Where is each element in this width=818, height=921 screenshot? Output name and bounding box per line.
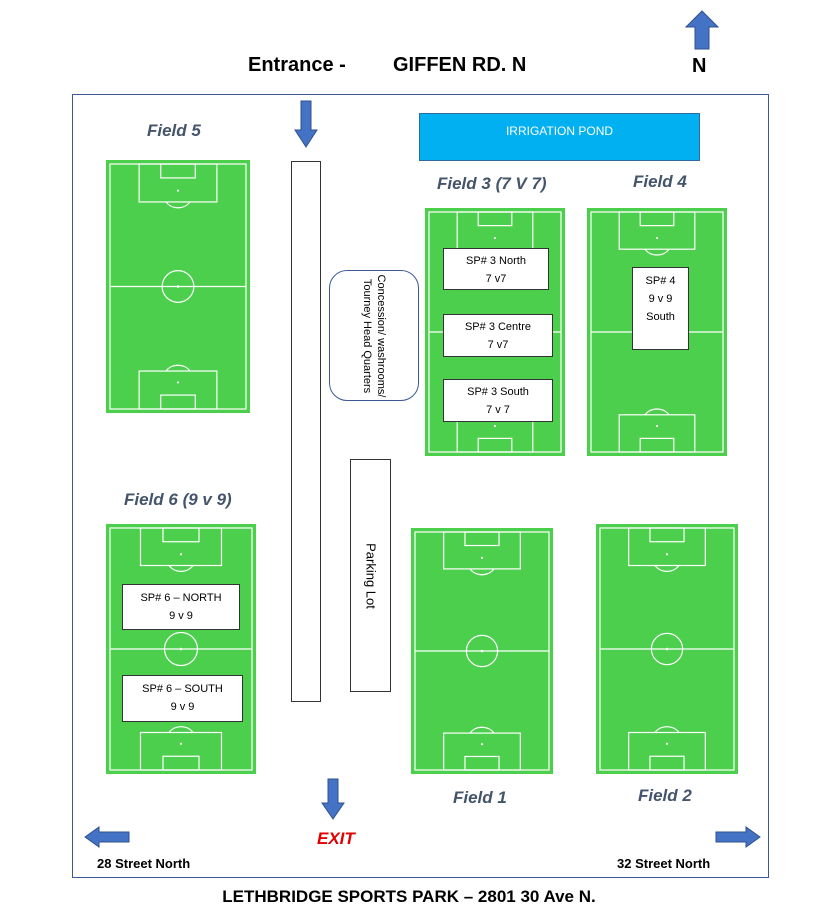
parking-lot: Parking Lot (350, 459, 391, 692)
sp3-centre-title: SP# 3 Centre (464, 321, 532, 333)
sp3-north-box: SP# 3 North 7 v7 (443, 248, 549, 290)
sp4-box: SP# 4 9 v 9 South (632, 267, 689, 350)
sp3-north-title: SP# 3 North (466, 255, 526, 267)
pitch-lines (106, 524, 256, 774)
sp4-title: SP# 4 (645, 275, 676, 287)
parking-label: Parking Lot (363, 542, 378, 609)
sp3-centre-format: 7 v7 (487, 339, 509, 351)
field-6-pitch (106, 524, 256, 774)
field-5-label: Field 5 (147, 121, 201, 140)
field-4-label: Field 4 (633, 172, 687, 191)
sp3-centre-box: SP# 3 Centre 7 v7 (443, 314, 553, 357)
concession-hq: Concession/ washrooms/ Tourney Head Quar… (329, 270, 419, 401)
sp6-north-format: 9 v 9 (169, 610, 193, 622)
sp3-south-box: SP# 3 South 7 v 7 (443, 379, 553, 422)
field-6-label: Field 6 (9 v 9) (124, 490, 232, 509)
pond-label: IRRIGATION POND (505, 124, 614, 138)
sp3-south-title: SP# 3 South (467, 386, 529, 398)
field-1-label: Field 1 (453, 788, 507, 807)
pitch-lines (411, 528, 553, 774)
access-road (291, 161, 321, 702)
entrance-label: Entrance - (248, 54, 346, 76)
north-label: N (692, 55, 707, 77)
sp4-direction: South (646, 311, 675, 323)
pitch-lines (596, 524, 738, 774)
east-street-label: 32 Street North (617, 856, 711, 871)
field-2-pitch (596, 524, 738, 774)
west-street-label: 28 Street North (97, 856, 191, 871)
pitch-lines (106, 160, 250, 413)
exit-label: EXIT (317, 829, 355, 848)
sp3-south-format: 7 v 7 (486, 404, 510, 416)
field-2-label: Field 2 (638, 786, 692, 805)
field-5-pitch (106, 160, 250, 413)
sp3-north-format: 7 v7 (485, 273, 507, 285)
site-boundary (72, 94, 769, 878)
exit-arrow-icon (321, 778, 345, 820)
east-arrow-icon (715, 826, 761, 848)
sp6-north-title: SP# 6 – NORTH (140, 592, 222, 604)
west-arrow-icon (84, 826, 130, 848)
irrigation-pond: IRRIGATION POND (419, 113, 700, 161)
sp4-format: 9 v 9 (648, 293, 673, 305)
road-name: GIFFEN RD. N (393, 54, 527, 76)
entrance-arrow-icon (294, 100, 318, 148)
field-1-pitch (411, 528, 553, 774)
park-address: LETHBRIDGE SPORTS PARK – 2801 30 Ave N. (222, 887, 596, 906)
hq-label: Concession/ washrooms/ Tourney Head Quar… (361, 274, 387, 397)
sp6-south-box: SP# 6 – SOUTH 9 v 9 (122, 675, 243, 722)
sp6-north-box: SP# 6 – NORTH 9 v 9 (122, 584, 240, 630)
field-3-label: Field 3 (7 V 7) (437, 174, 547, 193)
north-arrow-icon (685, 10, 719, 50)
sp6-south-format: 9 v 9 (170, 701, 195, 713)
sp6-south-title: SP# 6 – SOUTH (142, 683, 223, 695)
